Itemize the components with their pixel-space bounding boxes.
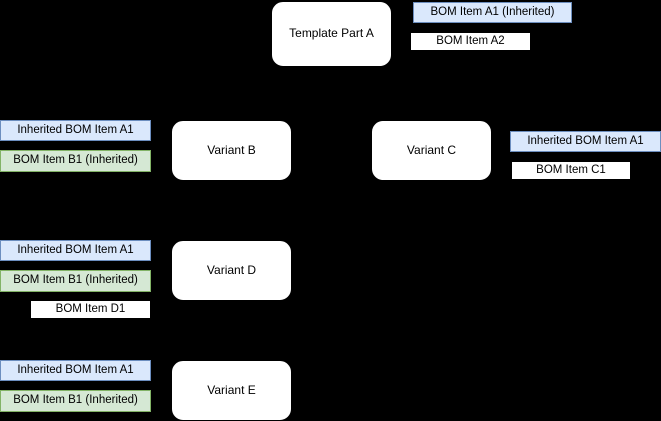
part-node-variant-b[interactable]: Variant B [172,121,291,180]
part-node-template-a[interactable]: Template Part A [272,2,391,66]
bom-item-variant-e-2[interactable]: BOM Item B1 (Inherited) [0,390,151,412]
bom-item-variant-e-1[interactable]: Inherited BOM Item A1 [0,360,151,381]
bom-item-variant-d-1[interactable]: Inherited BOM Item A1 [0,240,151,261]
bom-item-variant-d-2[interactable]: BOM Item B1 (Inherited) [0,270,151,292]
bom-item-variant-c-2[interactable]: BOM Item C1 [511,161,631,180]
bom-item-variant-d-3[interactable]: BOM Item D1 [30,300,151,319]
bom-item-template-a-2[interactable]: BOM Item A2 [410,32,531,51]
part-node-variant-d[interactable]: Variant D [172,241,291,300]
bom-item-variant-b-1[interactable]: Inherited BOM Item A1 [0,120,151,141]
bom-item-variant-c-1[interactable]: Inherited BOM Item A1 [510,131,661,152]
bom-item-variant-b-2[interactable]: BOM Item B1 (Inherited) [0,150,151,172]
part-node-variant-e[interactable]: Variant E [172,361,291,420]
bom-item-template-a-1[interactable]: BOM Item A1 (Inherited) [413,2,572,23]
part-node-variant-c[interactable]: Variant C [372,121,491,180]
